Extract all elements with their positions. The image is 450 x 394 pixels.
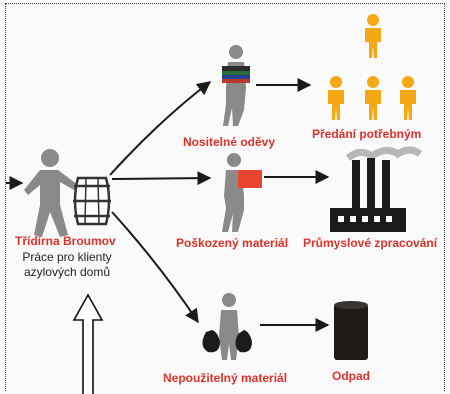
branch-arrow-damaged	[111, 171, 212, 186]
hollow-up-arrow	[72, 293, 104, 394]
recipients-icon	[328, 14, 416, 120]
category-unusable-label: Nepoužitelný materiál	[163, 371, 288, 385]
destination-recipients-label: Předání potřebným	[312, 127, 422, 141]
sorting-worker-figure	[24, 149, 78, 237]
waste-worker-figure	[202, 293, 252, 360]
factory-icon	[330, 146, 423, 232]
destination-waste-label: Odpad	[332, 369, 370, 383]
clothes-worker-figure	[222, 45, 250, 126]
waste-bin-icon	[334, 301, 368, 360]
damaged-worker-figure	[222, 153, 262, 232]
source-subtitle-line2: azylových domů	[23, 265, 111, 279]
destination-industrial-label: Průmyslové zpracování	[303, 236, 438, 250]
source-title: Třídírna Broumov	[15, 234, 116, 248]
branch-arrow-clothes	[109, 81, 212, 176]
branch-arrow-unusable	[111, 211, 199, 324]
category-clothes-label: Nositelné oděvy	[183, 135, 276, 149]
source-subtitle-line1: Práce pro klienty	[22, 250, 112, 264]
diagram-border	[5, 3, 445, 391]
category-damaged-label: Poškozený materiál	[176, 236, 289, 250]
barrel-icon	[73, 176, 111, 226]
